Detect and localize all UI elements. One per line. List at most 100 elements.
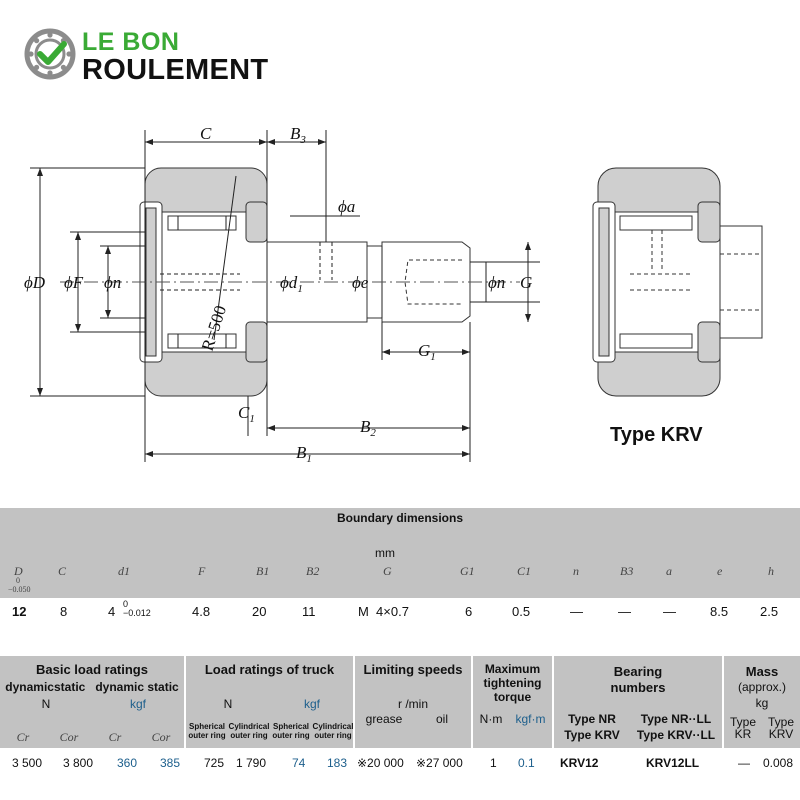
bearing-type-nr: Type NR xyxy=(568,712,616,726)
speeds-grease-val: ※20 000 xyxy=(357,756,404,770)
torque-nm-val: 1 xyxy=(490,756,497,770)
basic-cor-kgf: 385 xyxy=(160,756,181,770)
val-G: M 4×0.7 xyxy=(358,604,409,619)
truck-col4: Cylindrical outer ring xyxy=(312,722,354,740)
col-B1: B1 xyxy=(256,564,270,578)
col-B2: B2 xyxy=(306,564,320,578)
speeds-oil-val: ※27 000 xyxy=(416,756,463,770)
basic-col-cor2: Cor xyxy=(151,730,171,744)
bearing-logo-icon xyxy=(24,28,76,80)
val-B2: 11 xyxy=(302,604,316,619)
torque-title3: torque xyxy=(493,690,532,704)
boundary-header: Boundary dimensions mm D 0 −0.050 C d1 F… xyxy=(0,508,800,598)
type-krv-label: Type KRV xyxy=(610,424,703,446)
bearing-type-nr-ll: Type NR··LL xyxy=(640,712,712,726)
val-d1-tol: 0−0.012 xyxy=(123,600,151,618)
ratings-value-row: 3 500 3 800 360 385 725 1 790 74 183 ※20… xyxy=(0,754,800,774)
val-h: 2.5 xyxy=(760,604,779,619)
dim-B1: B1 xyxy=(296,443,312,465)
boundary-value-row: 12 8 4 0−0.012 4.8 20 11 M 4×0.7 6 0.5 —… xyxy=(0,598,800,624)
truck-val1: 725 xyxy=(204,756,225,770)
torque-unit-nm: N·m xyxy=(479,712,503,726)
col-F: F xyxy=(198,564,206,578)
mass-approx: (approx.) xyxy=(737,680,787,694)
col-h: h xyxy=(768,564,774,578)
dim-phi-F: ϕF xyxy=(64,273,84,292)
speeds-title: Limiting speeds xyxy=(363,662,463,677)
basic-col-cr2: Cr xyxy=(108,730,122,744)
mass-type-krv: Type KRV xyxy=(767,715,794,741)
val-d1: 4 xyxy=(108,604,116,619)
speeds-unit: r /min xyxy=(398,697,428,711)
bearing-number-1: KRV12 xyxy=(560,756,599,770)
basic-cr-n: 3 500 xyxy=(12,756,43,770)
dim-phi-d1: ϕd1 xyxy=(280,273,303,295)
val-d1-tol-upper: 0 xyxy=(123,599,129,609)
val-B3: — xyxy=(618,604,631,619)
col-D-tol-upper: 0 xyxy=(16,576,20,585)
dim-phi-n-right: ϕn xyxy=(488,273,505,292)
mass-title: Mass xyxy=(745,664,779,679)
dim-B2: B2 xyxy=(360,417,376,439)
dim-phi-n-left: ϕn xyxy=(104,273,121,292)
boundary-columns: D 0 −0.050 C d1 F B1 B2 G G1 C1 n B3 a e… xyxy=(0,564,800,594)
bearing-title2: numbers xyxy=(610,680,666,695)
basic-unit-kgf: kgf xyxy=(129,697,146,711)
torque-title1: Maximum xyxy=(484,662,541,676)
basic-unit-n: N xyxy=(41,697,51,711)
speeds-oil: oil xyxy=(435,712,448,726)
dim-C1: C1 xyxy=(238,403,255,425)
bearing-technical-drawing: C B3 ϕa ϕD ϕF ϕn ϕd1 ϕe ϕn G G1 R=500 C1… xyxy=(24,124,763,465)
val-n: — xyxy=(570,604,583,619)
val-d1-tol-lower: −0.012 xyxy=(123,608,151,618)
dim-phi-a: ϕa xyxy=(338,197,355,216)
truck-val3: 74 xyxy=(292,756,306,770)
logo-text-line1: LE BON xyxy=(82,28,180,56)
dim-G1: G1 xyxy=(418,341,436,363)
truck-title: Load ratings of truck xyxy=(204,662,335,677)
mass-unit: kg xyxy=(755,696,769,710)
basic-title: Basic load ratings xyxy=(36,662,148,677)
logo-text-line2: ROULEMENT xyxy=(82,54,269,86)
val-G1: 6 xyxy=(465,604,473,619)
truck-val4: 183 xyxy=(327,756,348,770)
speeds-grease: grease xyxy=(365,712,403,726)
truck-unit-n: N xyxy=(223,697,233,711)
col-D: D xyxy=(14,564,23,578)
val-e: 8.5 xyxy=(710,604,729,619)
val-B1: 20 xyxy=(252,604,267,619)
truck-val2: 1 790 xyxy=(236,756,267,770)
mass-type-kr: Type KR xyxy=(729,715,756,741)
col-C1: C1 xyxy=(517,564,532,578)
mass-krv-val: 0.008 xyxy=(763,756,794,770)
basic-sub: dynamicstatic dynamic static xyxy=(5,680,179,694)
dim-phi-e: ϕe xyxy=(352,273,369,292)
col-n: n xyxy=(573,564,579,578)
bearing-type-krv: Type KRV xyxy=(564,728,620,742)
dim-G: G xyxy=(520,273,532,292)
dim-C: C xyxy=(200,124,212,143)
col-G1: G1 xyxy=(460,564,475,578)
basic-cr-kgf: 360 xyxy=(117,756,138,770)
bearing-title1: Bearing xyxy=(613,664,663,679)
col-d1: d1 xyxy=(118,564,130,578)
mass-kr-val: — xyxy=(738,756,750,770)
ratings-header xyxy=(0,656,800,748)
basic-col-cor1: Cor xyxy=(59,730,79,744)
basic-col-cr1: Cr xyxy=(16,730,30,744)
truck-col2: Cylindrical outer ring xyxy=(228,722,270,740)
dim-phi-D: ϕD xyxy=(24,273,46,292)
torque-unit-kgfm: kgf·m xyxy=(515,712,546,726)
bearing-type-krv-ll: Type KRV··LL xyxy=(636,728,716,742)
truck-unit-kgf: kgf xyxy=(303,697,320,711)
torque-title2: tightening xyxy=(483,676,542,690)
truck-col3: Spherical outer ring xyxy=(272,722,310,740)
val-C1: 0.5 xyxy=(512,604,531,619)
boundary-dimensions-table: Boundary dimensions mm D 0 −0.050 C d1 F… xyxy=(0,508,800,624)
basic-cor-n: 3 800 xyxy=(63,756,94,770)
col-G: G xyxy=(383,564,392,578)
val-F: 4.8 xyxy=(192,604,211,619)
ratings-table: Basic load ratings dynamicstatic dynamic… xyxy=(0,656,800,774)
boundary-title: Boundary dimensions xyxy=(336,511,464,525)
boundary-unit: mm xyxy=(375,546,395,560)
